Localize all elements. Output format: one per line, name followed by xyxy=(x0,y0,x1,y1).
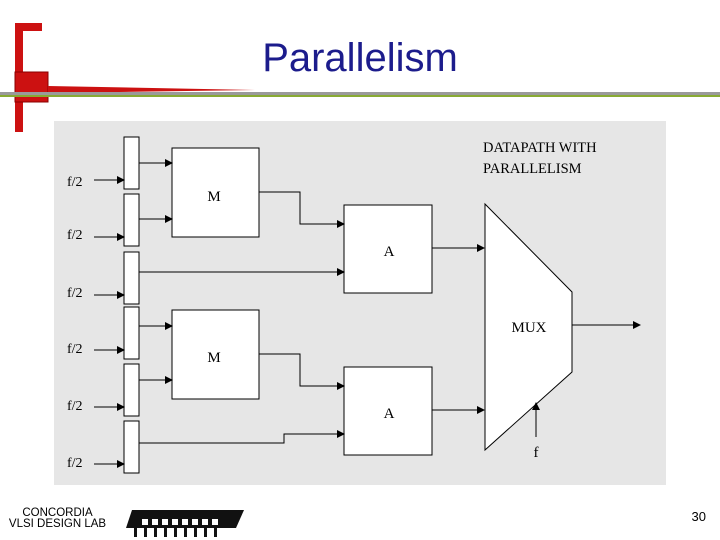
adder-label-2: A xyxy=(384,406,395,422)
wire-mult2-adder2 xyxy=(259,353,345,390)
select-label: f xyxy=(534,445,539,461)
page-number: 30 xyxy=(691,509,706,524)
mux-label: MUX xyxy=(511,320,546,336)
input-register-1 xyxy=(123,136,140,190)
accent-wedge xyxy=(48,86,255,93)
footer-logo: CONCORDIA VLSI DESIGN LAB xyxy=(0,507,115,530)
title-underline-gray xyxy=(0,92,720,95)
input-register-4 xyxy=(123,306,140,360)
diagram-caption-line-1: DATAPATH WITH xyxy=(483,140,597,156)
input-label-1: f/2 xyxy=(67,175,83,190)
multiplier-block-2 xyxy=(171,309,260,400)
input-label-5: f/2 xyxy=(67,399,83,414)
multiplier-block-1 xyxy=(171,147,260,238)
input-register-6 xyxy=(123,420,140,474)
input-label-6: f/2 xyxy=(67,456,83,471)
input-register-5 xyxy=(123,363,140,417)
slide-decoration xyxy=(0,23,720,132)
wire-reg6-adder2 xyxy=(139,430,345,444)
adder-block-2 xyxy=(343,366,433,456)
input-label-4: f/2 xyxy=(67,342,83,357)
adder-label-1: A xyxy=(384,244,395,260)
slide-title: Parallelism xyxy=(262,36,458,80)
multiplier-label-2: M xyxy=(207,350,220,366)
bracket-top-bar xyxy=(15,23,42,31)
multiplier-label-1: M xyxy=(207,189,220,205)
input-register-3 xyxy=(123,251,140,305)
input-label-2: f/2 xyxy=(67,228,83,243)
chip-icon xyxy=(126,510,244,537)
input-label-3: f/2 xyxy=(67,286,83,301)
parallel-datapath-diagram: f/2 f/2 f/2 f/2 f/2 f/2 M M A A MUX f DA… xyxy=(67,136,641,474)
diagram-caption-line-2: PARALLELISM xyxy=(483,161,582,177)
footer-logo-line-1: CONCORDIA xyxy=(22,507,93,519)
adder-block-1 xyxy=(343,204,433,294)
mux-block xyxy=(484,202,573,452)
input-register-2 xyxy=(123,193,140,247)
title-underline-green xyxy=(0,95,720,97)
wire-mult1-adder1 xyxy=(259,191,345,228)
footer-logo-line-2: VLSI DESIGN LAB xyxy=(8,518,107,530)
